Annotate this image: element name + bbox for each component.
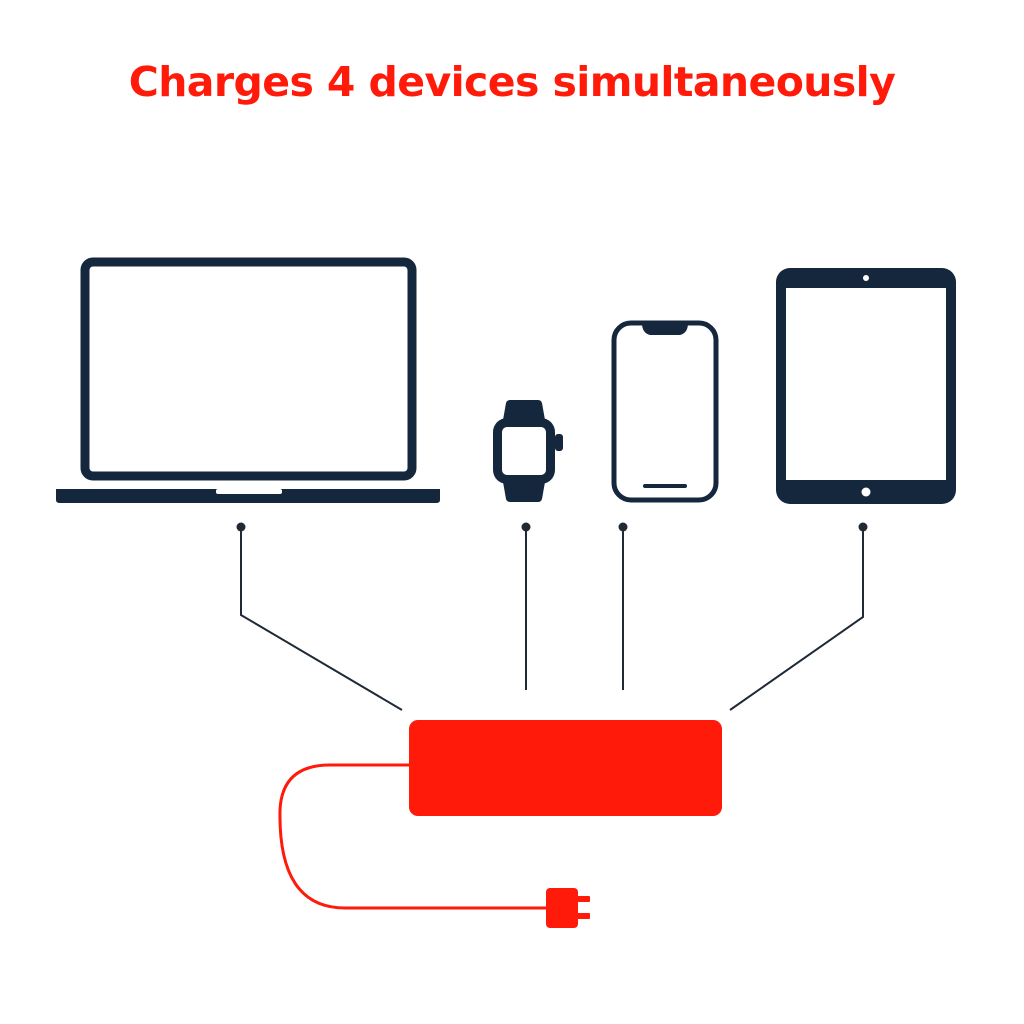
watch-strap-bottom bbox=[503, 482, 545, 502]
smartphone-connector-dot bbox=[618, 522, 628, 532]
tablet-camera bbox=[863, 275, 869, 281]
laptop-screen bbox=[80, 257, 417, 481]
watch-screen bbox=[502, 427, 546, 475]
plug-prong-top bbox=[576, 896, 590, 902]
laptop-notch bbox=[216, 489, 282, 494]
laptop-icon bbox=[56, 257, 440, 503]
connector-dots bbox=[236, 522, 868, 532]
power-cable bbox=[278, 763, 548, 910]
smartphone-icon bbox=[611, 320, 719, 503]
laptop-connector-dot bbox=[236, 522, 246, 532]
plug-prong-bottom bbox=[576, 913, 590, 919]
tablet-connector-dot bbox=[858, 522, 868, 532]
power-plug-icon bbox=[546, 888, 590, 928]
phone-home-bar bbox=[643, 484, 687, 488]
phone-notch bbox=[642, 323, 688, 335]
tablet-screen bbox=[786, 288, 946, 480]
smartwatch-connector-dot bbox=[521, 522, 531, 532]
tablet-connector bbox=[729, 527, 864, 711]
smartwatch-icon bbox=[493, 400, 563, 502]
phone-body bbox=[611, 320, 719, 503]
plug-body bbox=[546, 888, 578, 928]
watch-crown bbox=[555, 434, 563, 451]
laptop-base bbox=[56, 489, 440, 503]
laptop-connector bbox=[240, 527, 403, 711]
tablet-home-button bbox=[861, 487, 871, 497]
tablet-icon bbox=[776, 268, 956, 504]
watch-strap-top bbox=[503, 400, 545, 420]
headline: Charges 4 devices simultaneously bbox=[128, 58, 896, 106]
charging-hub bbox=[409, 720, 722, 816]
connector-lines bbox=[240, 527, 864, 711]
